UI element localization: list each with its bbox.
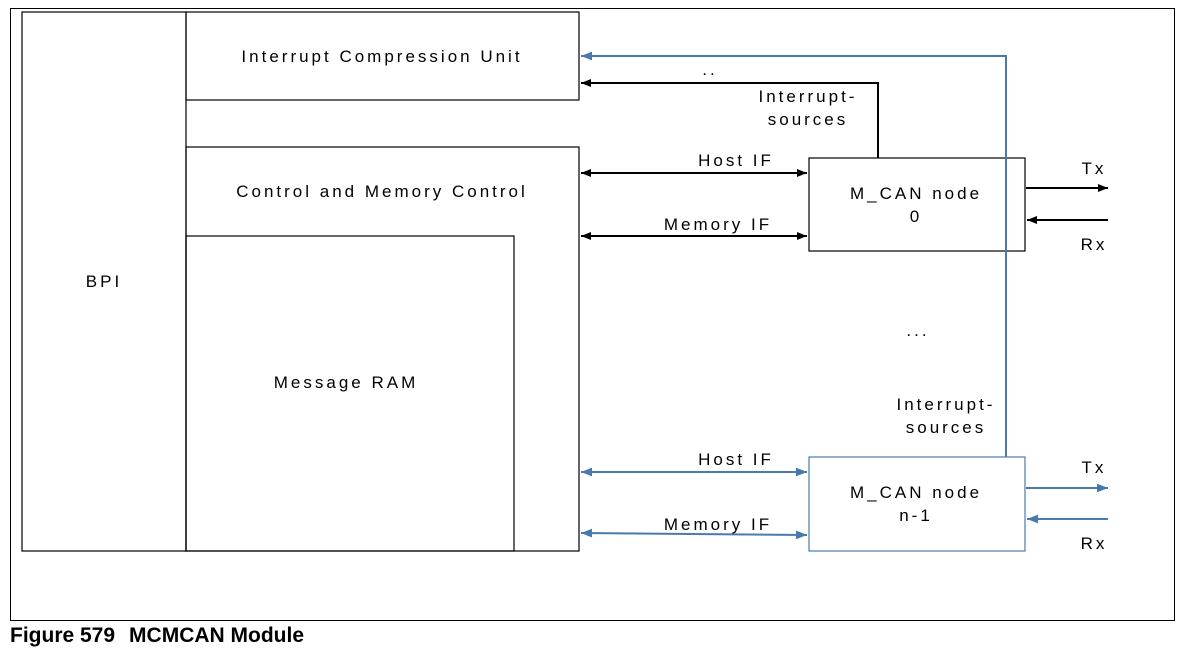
bpi-label: BPI (86, 272, 122, 291)
interrupt-compression-unit-label: Interrupt Compression Unit (241, 47, 522, 66)
interrupt-sources-top-line1: Interrupt- (759, 87, 858, 106)
mcan-node-n1-block (808, 456, 1026, 552)
interrupt-compression-unit-block (185, 11, 580, 101)
interrupt-line-node0 (581, 79, 879, 158)
rx-label-node-n1: Rx (1081, 534, 1108, 553)
mcan-node-0-block (808, 157, 1026, 252)
memory-if-label-node0: Memory IF (664, 215, 772, 234)
mcan-node-0-label-line1: M_CAN node (850, 184, 982, 203)
dots-top-label: .. (702, 60, 717, 79)
interrupt-line-node-n1 (581, 51, 1007, 457)
interrupt-sources-bottom-line1: Interrupt- (897, 395, 996, 414)
mcan-node-n1-label-line2: n-1 (899, 506, 933, 525)
figure-number: Figure 579 (10, 624, 116, 647)
message-ram-label: Message RAM (274, 373, 418, 392)
mcan-node-0-label-line2: 0 (910, 207, 922, 226)
host-if-label-node0: Host IF (698, 151, 774, 170)
figure-title: MCMCAN Module (129, 624, 305, 647)
tx-label-node0: Tx (1082, 159, 1107, 178)
memory-if-arrow-node-n1 (580, 528, 808, 540)
interrupt-sources-bottom-line2: sources (906, 418, 987, 437)
interrupt-sources-top-line2: sources (768, 110, 849, 129)
figure-caption: Figure 579 MCMCAN Module (10, 624, 304, 648)
memory-if-label-node-n1: Memory IF (664, 515, 772, 534)
control-memory-control-block (185, 146, 580, 552)
host-if-label-node-n1: Host IF (698, 450, 774, 469)
dots-middle-label: ... (906, 321, 929, 340)
rx-label-node0: Rx (1081, 235, 1108, 254)
message-ram-block (185, 235, 515, 552)
control-memory-control-label: Control and Memory Control (236, 182, 528, 201)
tx-label-node-n1: Tx (1082, 458, 1107, 477)
figure-frame (10, 8, 1175, 621)
mcan-node-n1-label-line1: M_CAN node (850, 483, 982, 502)
